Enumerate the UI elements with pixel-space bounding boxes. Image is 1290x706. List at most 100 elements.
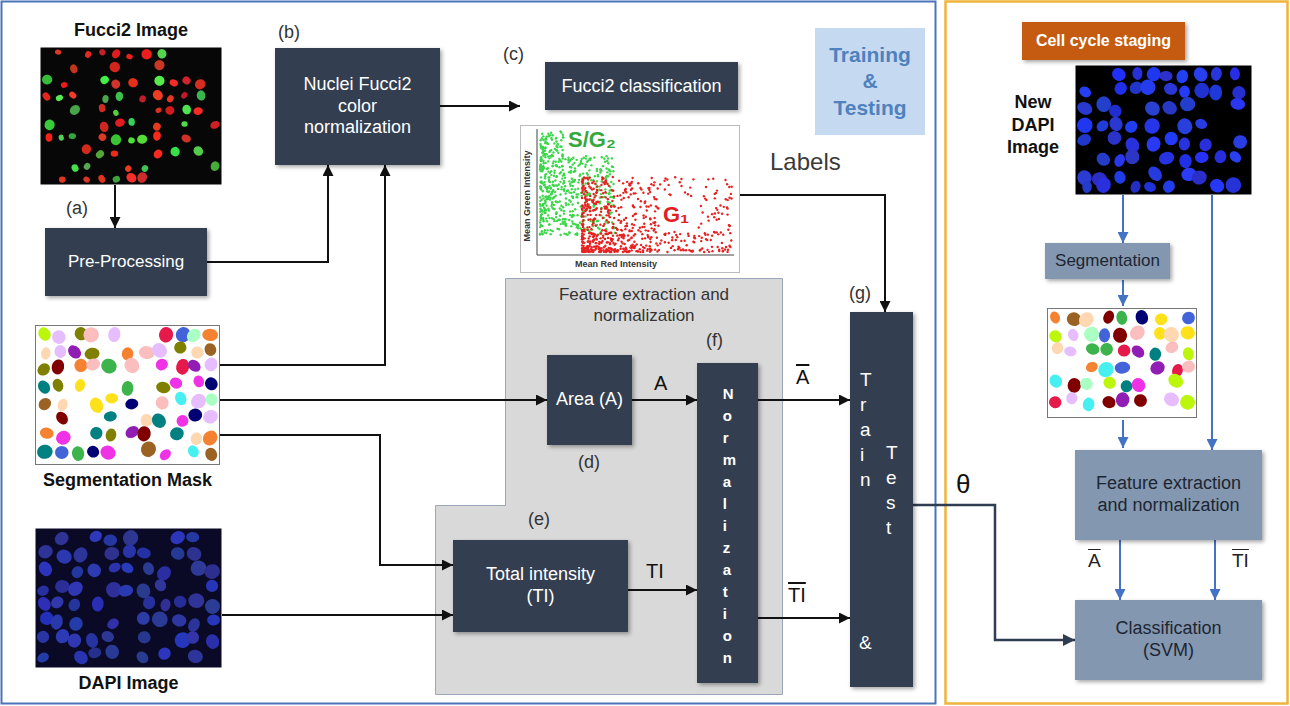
data-point (608, 192, 610, 194)
data-point (660, 239, 662, 241)
data-point (549, 233, 551, 235)
image-illustration (35, 528, 222, 668)
nucleus-blob (66, 632, 83, 650)
data-point (631, 187, 633, 189)
data-point (598, 228, 600, 230)
data-point (567, 203, 569, 205)
data-point (564, 192, 566, 194)
data-point (600, 207, 602, 209)
nucleus-blob (36, 325, 53, 343)
data-point (545, 196, 547, 198)
data-point (723, 206, 725, 208)
nucleus-blob (55, 94, 64, 102)
data-point (730, 186, 732, 188)
nucleus-blob (1105, 129, 1123, 147)
data-point (634, 245, 636, 247)
nucleus-blob (120, 542, 138, 561)
nucleus-blob (71, 648, 90, 667)
data-point (548, 179, 550, 181)
data-point (687, 193, 689, 195)
connector-arrow (1119, 540, 1121, 600)
data-point (602, 236, 604, 238)
callout-label: (a) (66, 198, 88, 219)
data-point (551, 134, 553, 136)
data-point (580, 192, 582, 194)
data-point (604, 191, 606, 193)
data-point (608, 247, 610, 249)
nucleus-blob (1115, 310, 1128, 326)
data-point (550, 149, 552, 151)
data-point (599, 223, 601, 225)
callout-label: (d) (578, 452, 600, 473)
data-point (595, 242, 597, 244)
plot-frame (521, 126, 740, 273)
data-point (540, 181, 542, 183)
data-point (545, 217, 547, 219)
data-point (713, 216, 715, 218)
nucleus-blob (1112, 152, 1127, 168)
data-point (571, 195, 573, 197)
data-point (628, 184, 630, 186)
data-point (572, 210, 574, 212)
nucleus-blob (1085, 360, 1100, 373)
data-point (728, 224, 730, 226)
image-node: Segmentation Mask (35, 325, 220, 465)
data-point (711, 234, 713, 236)
nucleus-blob (108, 60, 122, 74)
nucleus-blob (82, 162, 91, 171)
data-point (693, 241, 695, 243)
nucleus-blob (65, 343, 83, 361)
data-point (557, 152, 559, 154)
data-point (607, 233, 609, 235)
connector-arrow (628, 589, 697, 591)
data-point (587, 182, 589, 184)
data-point (567, 189, 569, 191)
nucleus-blob (1094, 150, 1113, 168)
data-point (581, 251, 583, 253)
data-point (562, 136, 564, 138)
nucleus-blob (141, 561, 156, 577)
data-point (557, 143, 559, 145)
nucleus-blob (1107, 115, 1125, 134)
axis-label: Mean Green Intensity (522, 150, 532, 241)
nucleus-blob (1099, 342, 1114, 357)
data-point (604, 188, 606, 190)
data-point (564, 185, 566, 187)
connector-arrow (1122, 195, 1124, 243)
data-point (674, 176, 676, 178)
data-point (541, 152, 543, 154)
data-point (628, 250, 630, 252)
data-point (577, 187, 579, 189)
nucleus-blob (128, 118, 135, 126)
nucleus-blob (1180, 97, 1196, 112)
data-point (642, 214, 644, 216)
data-point (583, 247, 585, 249)
data-point (584, 166, 586, 168)
data-point (579, 175, 581, 177)
nucleus-blob (98, 443, 118, 462)
nucleus-blob (55, 446, 68, 459)
data-point (555, 164, 557, 166)
data-point (544, 177, 546, 179)
data-point (622, 248, 624, 250)
data-point (669, 194, 671, 196)
nucleus-blob (84, 356, 102, 372)
data-point (587, 237, 589, 239)
data-point (609, 170, 611, 172)
data-point (583, 237, 585, 239)
data-point (693, 235, 695, 237)
data-point (636, 243, 638, 245)
data-point (650, 249, 652, 251)
data-point (550, 193, 552, 195)
cluster-label: G₁ (663, 202, 689, 227)
data-point (716, 231, 718, 233)
data-point (542, 204, 544, 206)
nucleus-blob (193, 77, 207, 91)
data-point (593, 238, 595, 240)
nucleus-blob (169, 78, 179, 87)
data-point (541, 169, 543, 171)
data-point (604, 180, 606, 182)
data-point (581, 242, 583, 244)
nucleus-blob (98, 103, 106, 112)
